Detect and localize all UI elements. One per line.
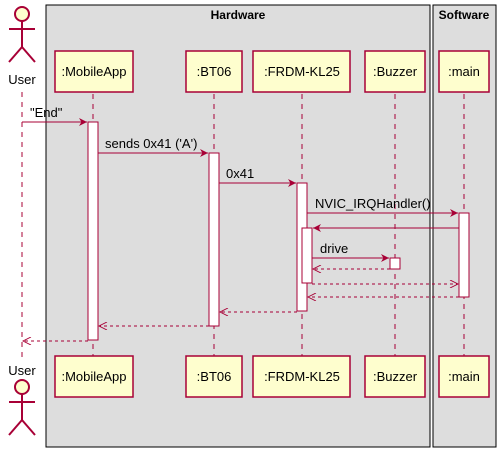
participant-bt06-bottom: :BT06 (185, 355, 243, 398)
actor-user-top (8, 6, 36, 63)
actor-user-top-label: User (8, 72, 36, 87)
message-drive-label: drive (320, 241, 348, 256)
participant-frdm-label-bottom: :FRDM-KL25 (264, 369, 340, 384)
participant-buzzer-top: :Buzzer (364, 50, 426, 93)
activation-main (458, 212, 470, 298)
message-sends-label: sends 0x41 ('A') (105, 136, 197, 151)
actor-user-bottom-label: User (8, 363, 36, 378)
participant-mobileapp-top: :MobileApp (54, 50, 134, 93)
messages (22, 118, 459, 341)
participant-frdm-bottom: :FRDM-KL25 (252, 355, 351, 398)
activation-buzzer (389, 257, 401, 270)
activation-mobileapp (87, 121, 99, 341)
participant-buzzer-label-bottom: :Buzzer (373, 369, 418, 384)
message-end-label: "End" (30, 105, 63, 120)
actor-user-bottom (8, 379, 36, 436)
group-software-title: Software (439, 8, 490, 22)
participant-main-top: :main (438, 50, 490, 93)
participant-main-label-bottom: :main (448, 369, 480, 384)
participant-main-label: :main (448, 64, 480, 79)
participant-buzzer-label: :Buzzer (373, 64, 418, 79)
activation-bt06 (208, 152, 220, 327)
activations (87, 121, 470, 341)
participant-bt06-top: :BT06 (185, 50, 243, 93)
participant-mobileapp-label: :MobileApp (61, 64, 126, 79)
message-0x41-label: 0x41 (226, 166, 254, 181)
participant-frdm-label: :FRDM-KL25 (264, 64, 340, 79)
participant-bt06-label: :BT06 (197, 64, 232, 79)
activation-frdm-nested (301, 227, 313, 284)
participant-buzzer-bottom: :Buzzer (364, 355, 426, 398)
participant-frdm-top: :FRDM-KL25 (252, 50, 351, 93)
participant-mobileapp-bottom: :MobileApp (54, 355, 134, 398)
participant-mobileapp-label-bottom: :MobileApp (61, 369, 126, 384)
participant-bt06-label-bottom: :BT06 (197, 369, 232, 384)
message-nvic-label: NVIC_IRQHandler() (315, 196, 431, 211)
participant-main-bottom: :main (438, 355, 490, 398)
group-hardware-title: Hardware (211, 8, 266, 22)
